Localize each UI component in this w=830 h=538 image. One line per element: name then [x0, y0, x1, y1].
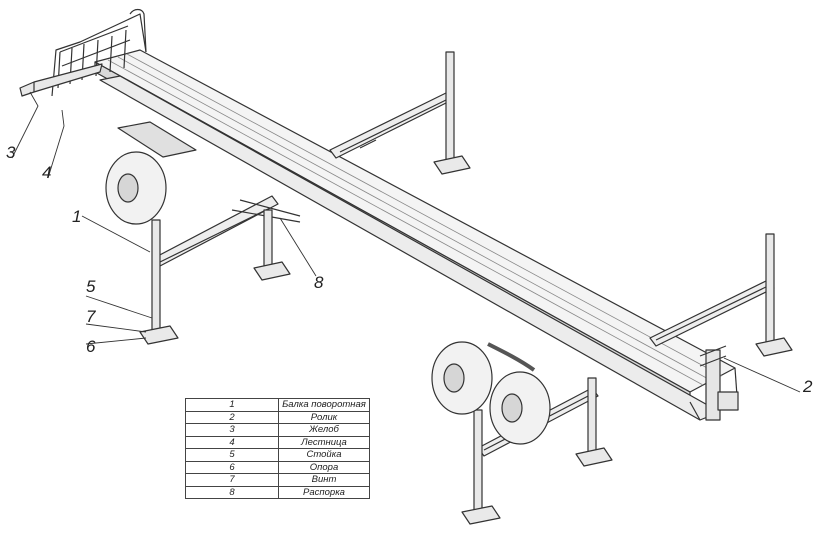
- callout-label: 4: [42, 163, 51, 182]
- rear-right-arm: [649, 279, 775, 347]
- callout-label: 3: [6, 143, 16, 162]
- legend-row: 1 Балка поворотная: [185, 398, 370, 412]
- callout-label: 6: [86, 337, 96, 356]
- legend-number: 1: [185, 398, 279, 412]
- front-ladder: [51, 8, 147, 97]
- legend-row: 5 Стойка: [185, 448, 370, 462]
- legend-row: 3 Желоб: [185, 423, 370, 437]
- legend-part-name: Лестница: [278, 435, 370, 449]
- trailer-structure: [19, 8, 793, 525]
- legend-number: 3: [185, 423, 279, 437]
- parts-legend-table: 1 Балка поворотная 2 Ролик 3 Желоб 4 Лес…: [185, 398, 370, 499]
- legend-part-name: Ролик: [278, 410, 370, 424]
- front-right-arm: [329, 91, 453, 159]
- front-plate: [117, 121, 197, 158]
- legend-number: 4: [185, 435, 279, 449]
- leader-lines: [11, 91, 801, 393]
- callout-label: 7: [86, 307, 96, 326]
- legend-part-name: Балка поворотная: [278, 398, 370, 412]
- support-legs: [139, 51, 793, 525]
- legend-number: 7: [185, 473, 279, 487]
- rear-wheel-2: [489, 371, 551, 445]
- main-deck: [94, 49, 736, 393]
- legend-row: 7 Винт: [185, 473, 370, 487]
- legend-row: 4 Лестница: [185, 435, 370, 449]
- chute: [19, 63, 103, 97]
- front-wheel: [105, 151, 167, 225]
- legend-number: 2: [185, 410, 279, 424]
- leaf-spring: [487, 342, 536, 372]
- legend-part-name: Винт: [278, 473, 370, 487]
- legend-row: 2 Ролик: [185, 410, 370, 424]
- callouts: 1 2 3 4 5 6 7 8: [6, 143, 813, 396]
- legend-part-name: Стойка: [278, 448, 370, 462]
- callout-label: 1: [72, 207, 81, 226]
- callout-label: 5: [86, 277, 96, 296]
- rear-wheel-1: [431, 341, 493, 415]
- callout-label: 8: [314, 273, 324, 292]
- front-left-arm: [153, 195, 279, 267]
- callout-label: 2: [802, 377, 813, 396]
- legend-number: 6: [185, 460, 279, 474]
- rear-roller: [699, 345, 739, 421]
- legend-number: 8: [185, 485, 279, 499]
- legend-row: 6 Опора: [185, 460, 370, 474]
- legend-number: 5: [185, 448, 279, 462]
- legend-part-name: Распорка: [278, 485, 370, 499]
- legend-part-name: Желоб: [278, 423, 370, 437]
- legend-row: 8 Распорка: [185, 485, 370, 499]
- legend-part-name: Опора: [278, 460, 370, 474]
